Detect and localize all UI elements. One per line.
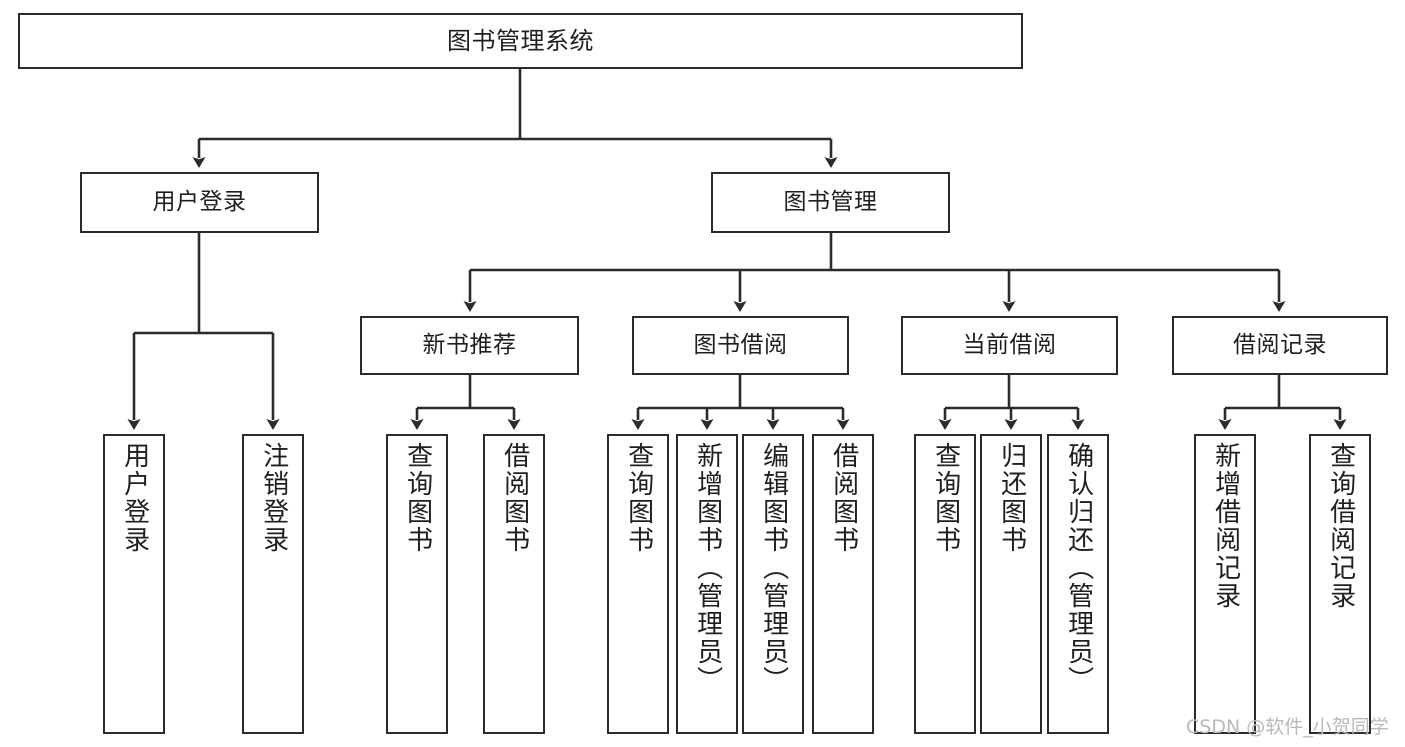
- node-label: 查询借阅记录: [1325, 442, 1356, 610]
- leaf-return-books[interactable]: 归还图书: [980, 434, 1042, 734]
- node-user-login[interactable]: 用户登录: [80, 172, 319, 233]
- leaf-user-login[interactable]: 用户登录: [103, 434, 165, 734]
- node-label: 用户登录: [152, 188, 247, 215]
- node-label: 新增图书（管理员）: [692, 442, 723, 694]
- node-root[interactable]: 图书管理系统: [18, 13, 1023, 69]
- node-new-book-recommendation[interactable]: 新书推荐: [360, 316, 579, 375]
- leaf-add-book-admin[interactable]: 新增图书（管理员）: [676, 434, 738, 734]
- node-borrow-records[interactable]: 借阅记录: [1172, 316, 1388, 375]
- leaf-query-borrow-record[interactable]: 查询借阅记录: [1309, 434, 1371, 734]
- node-current-borrow[interactable]: 当前借阅: [901, 316, 1118, 375]
- node-label: 确认归还（管理员）: [1063, 442, 1094, 694]
- node-label: 归还图书: [996, 442, 1027, 554]
- node-label: 当前借阅: [962, 331, 1057, 358]
- node-label: 借阅记录: [1233, 331, 1327, 358]
- node-label: 查询图书: [623, 442, 654, 554]
- node-label: 借阅图书: [499, 442, 530, 554]
- node-label: 图书借阅: [693, 331, 788, 358]
- node-book-management[interactable]: 图书管理: [711, 172, 950, 233]
- leaf-logout[interactable]: 注销登录: [242, 434, 304, 734]
- leaf-query-books-recommend[interactable]: 查询图书: [386, 434, 448, 734]
- node-label: 编辑图书（管理员）: [758, 442, 789, 694]
- node-label: 查询图书: [930, 442, 961, 554]
- leaf-edit-book-admin[interactable]: 编辑图书（管理员）: [742, 434, 804, 734]
- leaf-borrow-books-recommend[interactable]: 借阅图书: [483, 434, 545, 734]
- node-label: 借阅图书: [828, 442, 859, 554]
- leaf-add-borrow-record[interactable]: 新增借阅记录: [1194, 434, 1256, 734]
- leaf-query-books-current[interactable]: 查询图书: [914, 434, 976, 734]
- node-label: 注销登录: [258, 442, 289, 554]
- node-label: 图书管理: [783, 188, 878, 215]
- node-label: 查询图书: [402, 442, 433, 554]
- leaf-borrow-books[interactable]: 借阅图书: [812, 434, 874, 734]
- csdn-watermark: CSDN @软件_小贺同学: [1186, 716, 1389, 738]
- node-label: 新书推荐: [422, 331, 517, 358]
- node-book-borrow[interactable]: 图书借阅: [632, 316, 849, 375]
- leaf-confirm-return-admin[interactable]: 确认归还（管理员）: [1047, 434, 1109, 734]
- node-label: 用户登录: [119, 442, 150, 554]
- node-label: 图书管理系统: [447, 26, 594, 55]
- node-label: 新增借阅记录: [1210, 442, 1241, 610]
- leaf-query-books-borrow[interactable]: 查询图书: [607, 434, 669, 734]
